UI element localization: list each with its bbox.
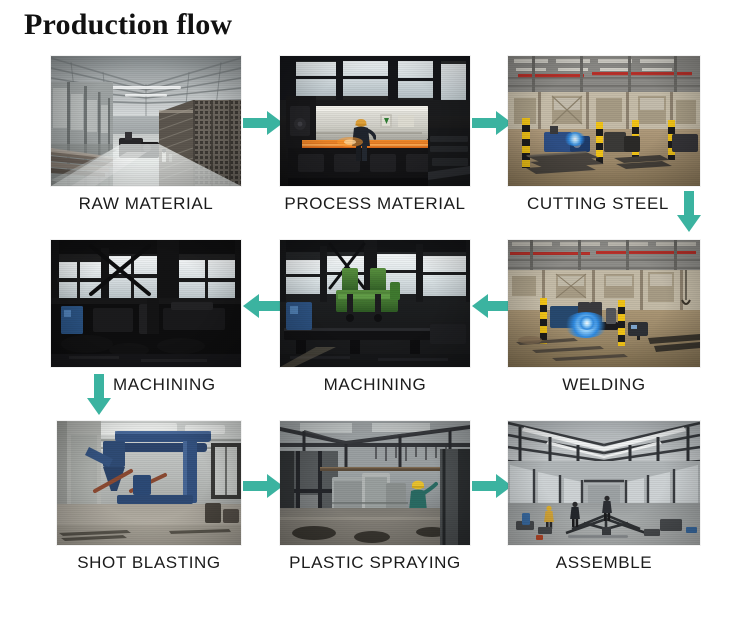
caption-shot-blasting: SHOT BLASTING <box>77 553 221 572</box>
arrow-spraying-to-assemble <box>472 473 512 499</box>
step-machining-left: MACHINING <box>51 240 241 398</box>
arrow-machining-to-blasting <box>86 374 112 416</box>
step-raw-material: RAW MATERIAL <box>51 56 241 216</box>
step-process-material: PROCESS MATERIAL <box>280 56 470 216</box>
photo-assemble <box>508 421 700 545</box>
photo-shot-blasting <box>57 421 241 545</box>
caption-process-material: PROCESS MATERIAL <box>284 194 466 213</box>
page-title: Production flow <box>24 8 233 41</box>
photo-machining-left <box>51 240 241 367</box>
photo-plastic-spraying <box>280 421 470 545</box>
caption-machining-left: MACHINING <box>113 375 216 394</box>
step-shot-blasting: SHOT BLASTING <box>57 421 241 576</box>
photo-raw-material <box>51 56 241 186</box>
photo-cutting-steel <box>508 56 700 186</box>
caption-raw-material: RAW MATERIAL <box>78 194 214 213</box>
arrow-welding-to-machining <box>472 293 512 319</box>
photo-welding <box>508 240 700 367</box>
arrow-raw-to-process <box>243 110 283 136</box>
caption-assemble: ASSEMBLE <box>555 553 653 572</box>
arrow-cutting-to-welding <box>676 191 702 233</box>
photo-machining-middle <box>280 240 470 367</box>
step-assemble: ASSEMBLE <box>508 421 700 576</box>
arrow-machining-to-machining <box>243 293 283 319</box>
step-machining-middle: MACHINING <box>280 240 470 398</box>
arrow-blasting-to-spraying <box>243 473 283 499</box>
step-plastic-spraying: PLASTIC SPRAYING <box>280 421 470 576</box>
arrow-process-to-cutting <box>472 110 512 136</box>
photo-process-material <box>280 56 470 186</box>
caption-welding: WELDING <box>562 375 646 394</box>
step-welding: WELDING <box>508 240 700 398</box>
caption-plastic-spraying: PLASTIC SPRAYING <box>289 553 461 572</box>
step-cutting-steel: CUTTING STEEL <box>508 56 700 216</box>
caption-machining-middle: MACHINING <box>323 375 427 394</box>
caption-cutting-steel: CUTTING STEEL <box>527 194 669 213</box>
